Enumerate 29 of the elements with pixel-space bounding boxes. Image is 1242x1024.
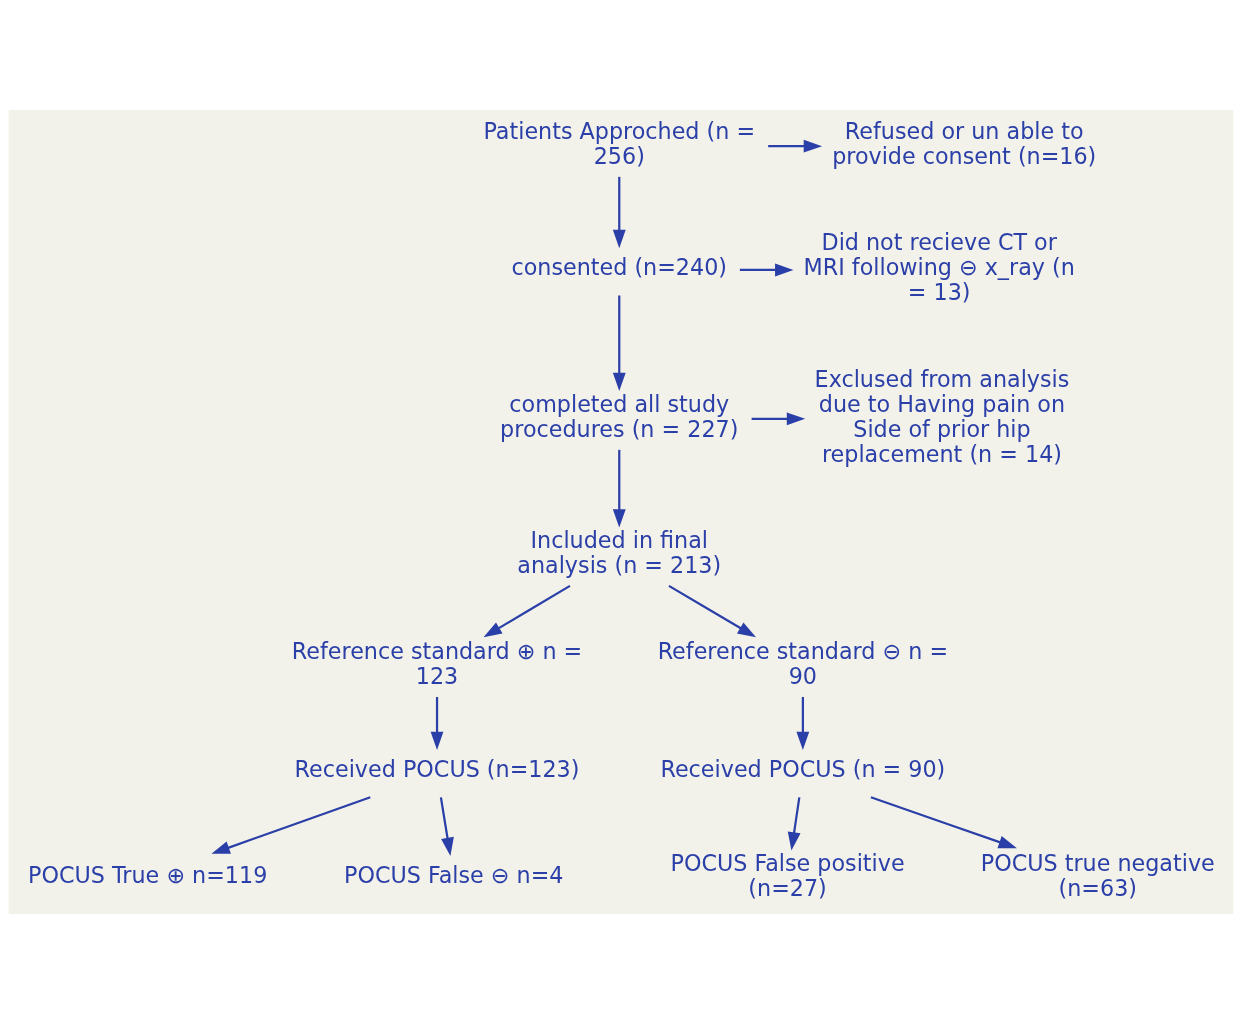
node-text: Did not recieve CT or MRI following ⊖ x_ray (n = 13) [803, 229, 1075, 306]
arrow [612, 449, 626, 528]
arrow [751, 412, 806, 426]
node-text: consented (n=240) [511, 254, 728, 281]
node-text: Reference standard ⊖ n = 90 [657, 638, 949, 690]
arrow [739, 263, 794, 277]
node-text: POCUS true negative (n=63) [980, 849, 1215, 901]
node-text: Patients Approched (n = 256) [483, 117, 756, 169]
node-text: Received POCUS (n = 90) [660, 756, 946, 783]
node-text: completed all study procedures (n = 227) [500, 390, 739, 442]
arrow [483, 584, 571, 638]
arrow [870, 796, 1017, 849]
node-text: POCUS True ⊕ n=119 [28, 862, 268, 889]
node-text: Refused or un able to provide consent (n=16) [832, 117, 1097, 169]
node-text: Reference standard ⊕ n = 123 [291, 638, 583, 690]
arrow [796, 697, 810, 751]
arrow [668, 584, 757, 638]
node-text: POCUS False positive (n=27) [670, 849, 905, 901]
arrow [768, 139, 823, 153]
arrow [439, 797, 454, 857]
arrow [430, 697, 444, 751]
node-text: Received POCUS (n=123) [294, 756, 580, 783]
node-text: POCUS False ⊖ n=4 [343, 862, 564, 889]
arrow [787, 797, 801, 851]
arrow [612, 176, 626, 249]
node-text: Included in final analysis (n = 213) [517, 526, 722, 578]
arrow [612, 295, 626, 392]
arrow [211, 796, 371, 854]
node-text: Exclused from analysis due to Having pain on Side of prior hip replacement (n = 14) [814, 365, 1070, 467]
